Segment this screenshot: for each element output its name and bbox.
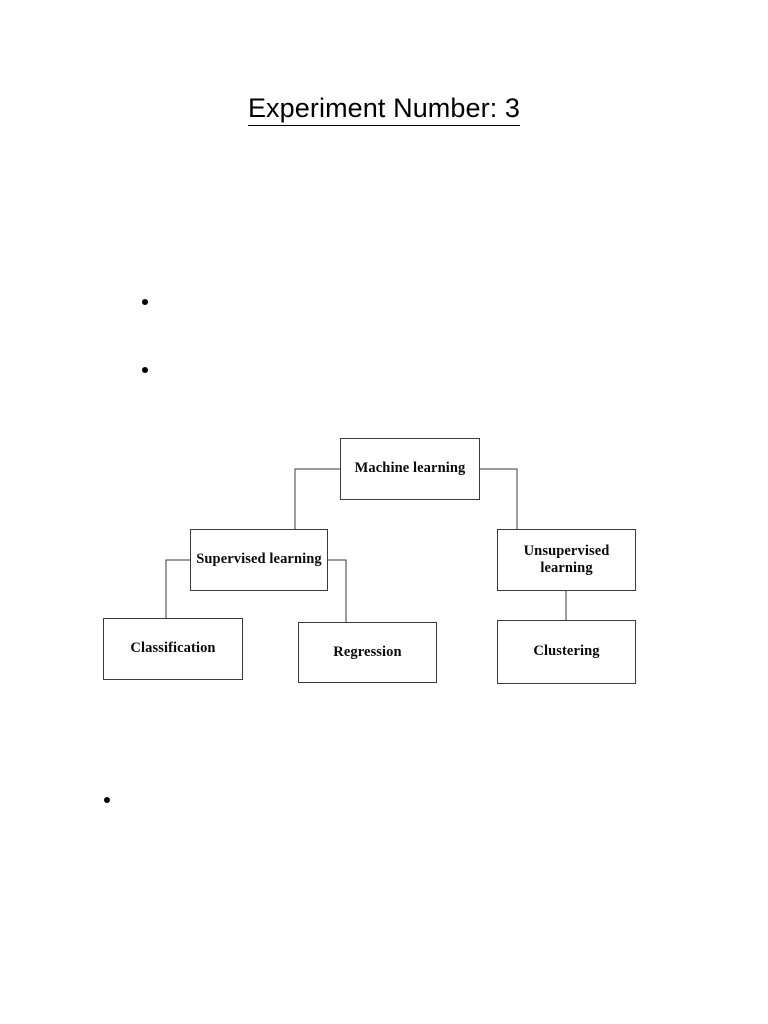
list-item [104, 797, 130, 803]
bullet-icon [104, 797, 110, 803]
diagram-node-regression: Regression [298, 622, 437, 683]
diagram-node-label: Clustering [533, 643, 600, 660]
edge-supervised-to-classification [165, 559, 190, 618]
page-title: Experiment Number: 3 [0, 93, 768, 126]
diagram-node-label: Regression [333, 643, 402, 660]
edge-supervised-to-regression [328, 559, 347, 622]
bullet-icon [142, 367, 148, 373]
diagram-node-clustering: Clustering [497, 620, 636, 684]
edge-ml-to-supervised [294, 468, 340, 529]
diagram-node-label: Classification [130, 640, 216, 657]
diagram-node-label: Unsupervised learning [523, 542, 610, 577]
list-item [142, 299, 168, 305]
diagram-node-unsupervised-learning: Unsupervised learning [497, 529, 636, 591]
bullet-icon [142, 299, 148, 305]
page-title-text: Experiment Number: 3 [247, 93, 521, 126]
diagram-node-machine-learning: Machine learning [340, 438, 480, 500]
diagram-node-classification: Classification [103, 618, 243, 680]
list-item [142, 367, 168, 373]
diagram-node-label: Supervised learning [196, 551, 322, 568]
diagram-node-label: Machine learning [354, 460, 466, 477]
edge-ml-to-unsupervised [480, 468, 518, 529]
diagram-node-supervised-learning: Supervised learning [190, 529, 328, 591]
